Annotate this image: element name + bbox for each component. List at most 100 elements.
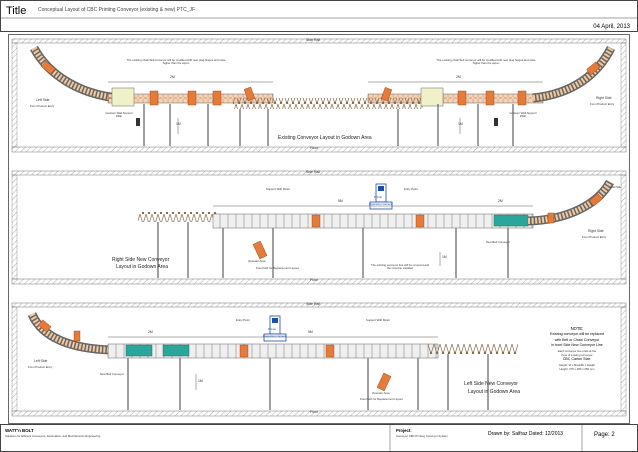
title-frame bbox=[0, 0, 638, 32]
note-line: CBC Carton Size: bbox=[562, 357, 592, 362]
side-rail-2 bbox=[11, 170, 627, 176]
truss-3 bbox=[428, 344, 518, 354]
page-title: Conceptual Layout of CBC Printing Convey… bbox=[38, 7, 196, 13]
note-line: in front Side New Conveyor Line bbox=[551, 343, 603, 348]
operator-note-2: Free Path for Replacement Layout bbox=[256, 266, 299, 270]
left-side-sub-1: From Product Entry bbox=[30, 104, 55, 108]
note-2: The existing conveyor line will be remov… bbox=[371, 263, 429, 270]
belt-note-3: New Belt Conveyor bbox=[100, 372, 124, 376]
note-line: Height: 375 x 280 x 250 mm bbox=[559, 367, 595, 372]
note-line: Existing conveyor will be replaced bbox=[550, 332, 604, 337]
carton-9 bbox=[41, 60, 56, 75]
carton-17 bbox=[325, 344, 335, 358]
carton-1 bbox=[149, 90, 159, 106]
carton-7 bbox=[243, 86, 256, 101]
side-rail-label-2: Side Rail bbox=[306, 170, 321, 174]
note-line: Height: W x Breadth x Height bbox=[558, 363, 596, 367]
carton-18 bbox=[376, 372, 392, 392]
title-block: Title Conceptual Layout of CBC Printing … bbox=[0, 0, 638, 32]
printer-head-3 bbox=[272, 318, 278, 323]
support-right-3: Support With Motor bbox=[366, 318, 391, 322]
wall-right-1 bbox=[620, 42, 627, 148]
section-left-new bbox=[11, 302, 627, 417]
dim-label-1a: 2M bbox=[170, 75, 175, 79]
carton-16 bbox=[239, 344, 249, 358]
carton-15 bbox=[589, 193, 603, 207]
carton-14 bbox=[547, 212, 555, 224]
carton-5 bbox=[485, 90, 495, 106]
company-name: WATT'n BOLT bbox=[5, 428, 34, 433]
floor-label-2: Floor bbox=[310, 278, 318, 282]
inspection-label-2: Inspection Camera bbox=[369, 202, 393, 206]
carton-10 bbox=[586, 61, 601, 76]
pillar-box-right bbox=[420, 87, 444, 107]
motor-right-1 bbox=[494, 118, 498, 126]
title-word: Title bbox=[6, 5, 27, 17]
wall-side-label: Wall Side bbox=[610, 185, 622, 189]
carton-19 bbox=[73, 330, 81, 342]
company-sub: Solutions for Efficient Conveyors, Autom… bbox=[5, 434, 101, 438]
printer-label-2: Printer bbox=[374, 195, 383, 199]
left-side-label-1: Left Side bbox=[36, 98, 50, 102]
dim-label-2a: 5M bbox=[338, 199, 343, 203]
inspection-label-3: Inspection Camera bbox=[263, 334, 287, 338]
inspection-box-2 bbox=[369, 201, 393, 210]
dim-label-3a: 2M bbox=[148, 330, 153, 334]
carton-4 bbox=[457, 90, 467, 106]
side-rail-3 bbox=[11, 302, 627, 308]
left-side-sub-3: From Product Entry bbox=[28, 365, 53, 369]
right-side-label-1: Right Side bbox=[596, 96, 612, 100]
diagram-canvas bbox=[8, 34, 630, 424]
left-side-label-3: Left Side bbox=[34, 359, 48, 363]
inspection-box-3 bbox=[263, 333, 287, 342]
teal-belt-3b bbox=[162, 344, 190, 357]
carton-8 bbox=[380, 87, 393, 102]
curve-left-1 bbox=[30, 45, 119, 103]
motor-left-1 bbox=[136, 118, 140, 126]
dim-label-3c: 1M bbox=[198, 379, 203, 383]
note-left-1: The existing chain/belt conveyor will be… bbox=[126, 58, 226, 65]
footer-block: WATT'n BOLT Solutions for Efficient Conv… bbox=[0, 424, 638, 452]
dim-label-1c: 1M bbox=[176, 122, 181, 126]
section-title-1: Existing Conveyor Layout in Godown Area bbox=[278, 135, 372, 141]
diagram-border bbox=[8, 34, 630, 424]
note-line: NOTE: bbox=[570, 326, 584, 331]
section-title-2a: Right Side New Conveyor bbox=[112, 257, 170, 263]
dim-label-1d: 1M bbox=[458, 122, 463, 126]
printer-head-2 bbox=[378, 186, 384, 191]
floor-3 bbox=[11, 410, 627, 417]
carton-2 bbox=[187, 90, 197, 106]
floor-2 bbox=[11, 278, 627, 285]
project-label: Project: bbox=[396, 428, 412, 433]
floor-label-1: Floor bbox=[310, 146, 318, 150]
printer-label-3: Printer bbox=[268, 327, 277, 331]
carton-20 bbox=[37, 319, 52, 333]
teal-belt-2 bbox=[493, 214, 529, 227]
right-side-sub-2: From Product Entry bbox=[582, 235, 607, 239]
project-name: Conveyor CBC Printing Conveyor System bbox=[396, 434, 448, 438]
pillar-box-left bbox=[111, 87, 135, 107]
side-rail-1 bbox=[11, 38, 627, 44]
note-line: front of existing conveyor bbox=[561, 353, 593, 358]
pillar-right-label: Godown Wall Support Pillar bbox=[509, 111, 537, 118]
drawing-date: 04 April, 2013 bbox=[593, 24, 630, 30]
right-side-label-2: Right Side bbox=[588, 229, 604, 233]
operator-label-3: Operator Area bbox=[372, 391, 390, 395]
side-rail-label-3: Side Rail bbox=[306, 302, 321, 306]
operator-note-3: Free Path for Replacement Layout bbox=[360, 397, 403, 401]
section-title-3a: Left Side New Conveyor bbox=[464, 381, 518, 387]
support-left-3: Entry Point bbox=[236, 318, 250, 322]
entry-label-2: Entry Point bbox=[404, 187, 418, 191]
layout-diagram: Side Rail Floor The existing chain/belt … bbox=[8, 34, 630, 424]
carton-13 bbox=[252, 240, 268, 260]
note-right-1: The existing chain/belt conveyor will be… bbox=[436, 58, 536, 65]
carton-3 bbox=[212, 90, 222, 106]
wall-left-3 bbox=[11, 306, 18, 412]
wall-right-3 bbox=[620, 306, 627, 412]
wall-left-2 bbox=[11, 174, 18, 280]
floor-1 bbox=[11, 146, 627, 153]
dim-label-2c: 1M bbox=[442, 255, 447, 259]
side-rail-label-1: Side Rail bbox=[306, 38, 321, 42]
carton-11 bbox=[311, 214, 321, 228]
belt-note-2: New Belt Conveyor bbox=[486, 240, 510, 244]
